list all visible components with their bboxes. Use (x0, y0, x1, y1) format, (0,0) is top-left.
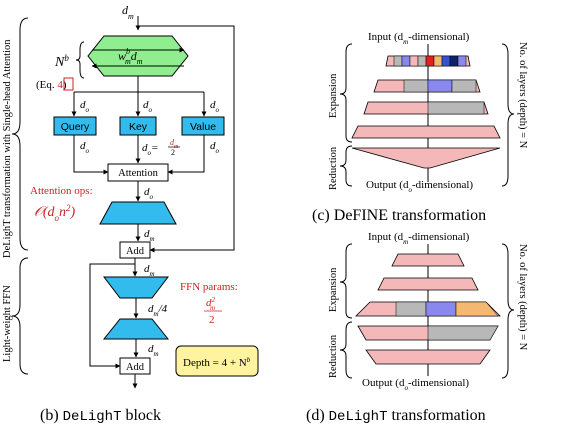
svg-text:dm: dm (144, 228, 155, 243)
c-output-label: Output (do-dimensional) (366, 179, 473, 194)
panel-d: Input (dm-dimensional) Output (do-dimens… (306, 231, 528, 425)
svg-text:do: do (144, 186, 154, 201)
nb-label: Nb (54, 53, 69, 70)
side-label-bottom: Light-weight FFN (2, 285, 13, 362)
d-output-label: Output (do-dimensional) (362, 377, 469, 392)
svg-text:do: do (143, 99, 153, 114)
attention-ops-label: Attention ops: (30, 185, 93, 197)
attention-label: Attention (118, 168, 158, 179)
c-layer-1 (385, 55, 471, 67)
d-input-label: Input (dm-dimensional) (368, 231, 470, 246)
eq-link-box[interactable] (63, 77, 74, 91)
brace-bottom (11, 257, 29, 375)
ffn-reduce-trapezoid (102, 276, 170, 299)
c-expansion-label: Expansion (328, 73, 339, 118)
svg-text:d2m: d2m (206, 296, 216, 312)
side-label-top: DeLighT transformation with Single-head … (2, 39, 13, 258)
dm-top-label: dm (122, 3, 134, 21)
c-layer-3 (363, 101, 489, 115)
attention-ops-formula: 𝒪(don2) (34, 203, 75, 223)
svg-text:dm: dm (148, 343, 159, 358)
d-layer-5 (365, 349, 491, 365)
d-layer-4 (357, 325, 499, 341)
c-layers-label: No. of layers (depth) = N (517, 42, 528, 149)
d-layers-label: No. of layers (depth) = N (517, 244, 528, 351)
c-layer-4 (351, 125, 501, 139)
query-label: Query (61, 121, 90, 133)
caption-b: (b) DeLighT block (40, 407, 161, 425)
value-box (181, 116, 225, 136)
ffn-expand-trapezoid (102, 318, 170, 340)
output-projection-trapezoid (99, 201, 177, 225)
value-label: Value (190, 121, 216, 133)
d-layer-3 (355, 301, 501, 317)
c-input-label: Input (dm-dimensional) (368, 31, 470, 46)
svg-text:do: do (210, 140, 220, 155)
caption-c: (c) DeFINE transformation (312, 207, 486, 224)
eq-label: (Eq. 4) (36, 79, 67, 91)
residual-line-2 (89, 263, 135, 369)
c-reduction-label: Reduction (328, 146, 339, 190)
svg-text:Add: Add (126, 246, 145, 257)
d-reduction-label: Reduction (328, 334, 339, 378)
expand-reduce-hexagon (87, 35, 189, 77)
brace-top (11, 17, 29, 251)
svg-text:dm: dm (144, 263, 155, 278)
panel-c: Input (dm-dimensional) Output (do- (312, 31, 528, 224)
ffn-params-label: FFN params: (180, 281, 238, 293)
c-layer-2 (373, 79, 481, 93)
key-dim-label: do= (142, 142, 158, 157)
svg-text:2: 2 (171, 148, 175, 157)
svg-text:do: do (80, 140, 90, 155)
residual-line-1 (138, 25, 235, 253)
d-expansion-label: Expansion (328, 267, 339, 312)
svg-text:do: do (210, 99, 220, 114)
svg-text:Add: Add (126, 362, 145, 373)
svg-text:2: 2 (209, 314, 215, 326)
key-label: Key (129, 121, 148, 133)
d-layer-2 (377, 277, 479, 291)
caption-d: (d) DeLighT transformation (306, 407, 486, 425)
svg-text:dm/4: dm/4 (148, 303, 168, 318)
svg-text:do: do (80, 99, 90, 114)
panel-b: DeLighT transformation with Single-head … (2, 3, 259, 425)
depth-box (175, 345, 259, 377)
query-box (53, 116, 97, 136)
svg-text:Depth = 4 + Nb: Depth = 4 + Nb (183, 356, 251, 369)
d-layer-1 (391, 253, 465, 267)
c-layer-5 (351, 147, 501, 169)
